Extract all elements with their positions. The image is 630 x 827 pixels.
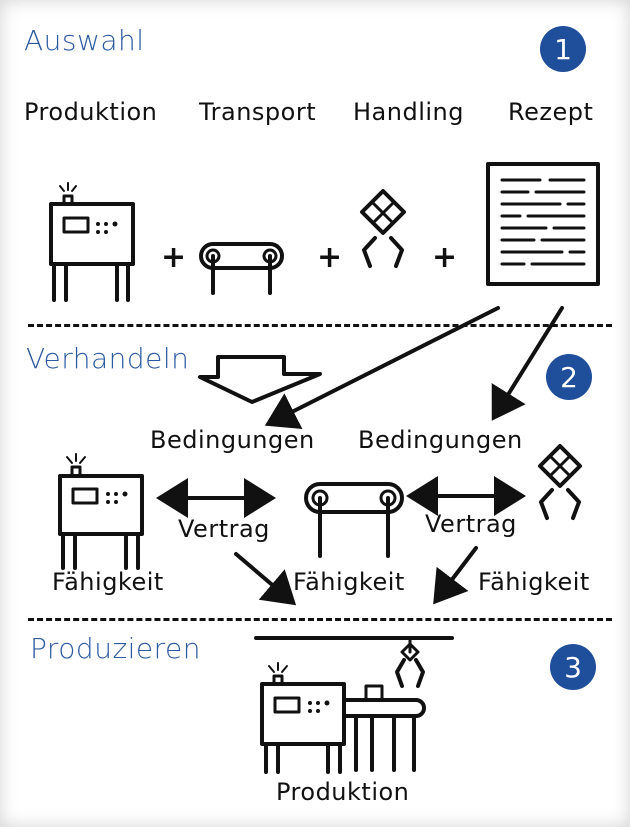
section-title-produzieren: Produzieren [30,632,202,665]
section-title-auswahl: Auswahl [24,24,145,57]
label-faehigkeit-1: Fähigkeit [52,568,164,596]
arrow-recipe-to-conditions-1 [264,306,500,430]
machine-icon [49,182,135,302]
label-bedingungen-1: Bedingungen [150,426,315,454]
section-badge-3: 3 [550,644,596,690]
section-badge-2: 2 [546,354,592,400]
label-faehigkeit-3: Fähigkeit [478,568,590,596]
section-badge-1: 1 [540,26,586,72]
label-faehigkeit-2: Fähigkeit [293,568,405,596]
machine-icon [58,453,144,570]
production-line-icon [254,636,454,774]
arrow-capability-to-center-2 [433,546,478,605]
label-rezept: Rezept [508,98,594,126]
label-produktion-result: Produktion [276,778,410,806]
label-vertrag-1: Vertrag [178,515,270,543]
plus-sign-1: + [161,240,187,275]
gripper-icon [538,444,582,520]
recipe-document-icon [486,162,600,286]
label-handling: Handling [353,98,464,126]
label-produktion: Produktion [24,98,158,126]
gripper-icon [360,189,406,268]
section-divider-1 [28,324,612,327]
label-bedingungen-2: Bedingungen [358,426,523,454]
section-divider-2 [28,618,612,621]
section-title-verhandeln: Verhandeln [26,342,190,375]
plus-sign-3: + [432,240,458,275]
negotiation-arrow-icon [198,355,322,404]
conveyor-icon [199,242,284,295]
label-transport: Transport [199,98,317,126]
conveyor-icon [304,482,404,558]
arrow-capability-to-center-1 [234,552,297,606]
arrow-recipe-to-conditions-2 [491,306,564,421]
plus-sign-2: + [317,240,343,275]
